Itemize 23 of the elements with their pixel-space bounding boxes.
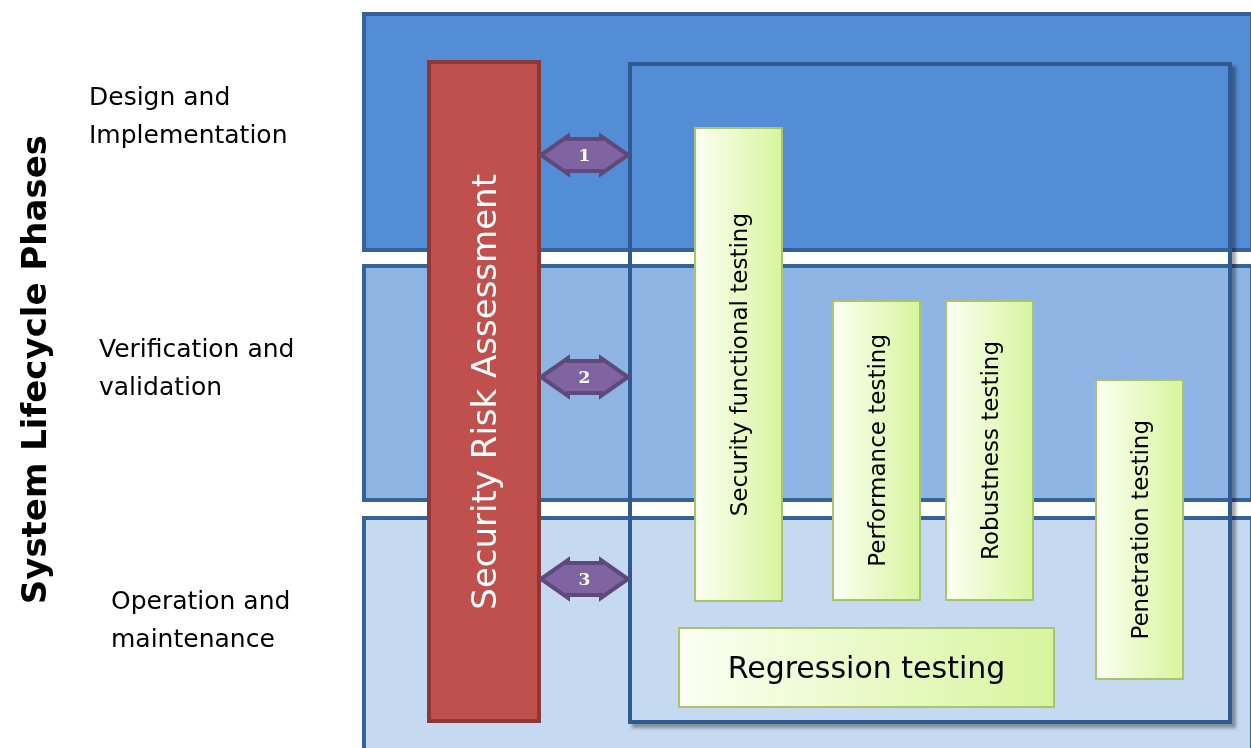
assessment-label: Security Risk Assessment — [464, 173, 504, 610]
test-box — [1095, 379, 1184, 680]
test-label: Regression testing — [727, 650, 1006, 685]
phase-label: Verification and validation — [99, 333, 296, 403]
edge-label: 2 — [578, 367, 591, 387]
test-label: Robustness testing — [976, 341, 1003, 560]
assessment-bar — [427, 60, 541, 723]
phase-label: Operation and maintenance — [111, 585, 292, 655]
testing-frame — [628, 62, 1232, 724]
phase-label: Design and Implementation — [89, 81, 289, 151]
test-box — [694, 127, 783, 602]
test-box — [945, 300, 1034, 601]
edge-label: 3 — [578, 569, 591, 589]
double-arrow — [537, 556, 632, 602]
axis-title: System Lifecycle Phases — [14, 135, 54, 605]
test-box — [678, 627, 1055, 708]
test-label: Performance testing — [863, 334, 890, 567]
test-box — [832, 300, 921, 601]
double-arrow — [537, 354, 632, 400]
test-label: Security functional testing — [725, 212, 752, 517]
double-arrow — [537, 132, 632, 178]
test-label: Penetration testing — [1126, 419, 1153, 640]
edge-label: 1 — [578, 145, 591, 165]
